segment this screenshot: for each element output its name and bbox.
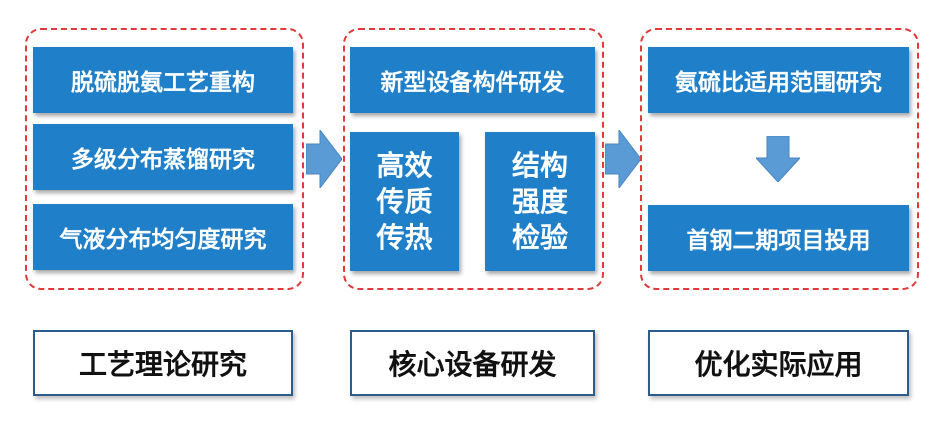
application-group: [640, 28, 919, 290]
application-bottom-box: 首钢二期项目投用: [648, 205, 909, 271]
structure-line-3: 检验: [511, 220, 568, 254]
structure-strength-box: 结构 强度 检验: [485, 132, 595, 271]
theory-item-1: 脱硫脱氨工艺重构: [33, 47, 293, 113]
mass-heat-line-1: 高效: [376, 148, 433, 182]
theory-item-2: 多级分布蒸馏研究: [33, 124, 293, 190]
theory-label: 工艺理论研究: [33, 330, 293, 396]
application-top-box: 氨硫比适用范围研究: [648, 47, 909, 113]
application-label: 优化实际应用: [648, 330, 909, 396]
mass-heat-line-2: 传质: [376, 184, 433, 218]
equipment-group: [343, 28, 604, 290]
mass-heat-line-3: 传热: [376, 220, 433, 254]
down-arrow-icon: [756, 136, 800, 182]
equipment-label: 核心设备研发: [350, 330, 595, 396]
right-arrow-icon-2: [605, 130, 641, 188]
equipment-top-box: 新型设备构件研发: [350, 47, 595, 113]
structure-line-1: 结构: [511, 148, 568, 182]
theory-item-3: 气液分布均匀度研究: [33, 204, 293, 270]
structure-line-2: 强度: [511, 184, 568, 218]
theory-group: [25, 28, 304, 290]
right-arrow-icon-1: [306, 130, 342, 188]
mass-heat-transfer-box: 高效 传质 传热: [350, 132, 459, 271]
